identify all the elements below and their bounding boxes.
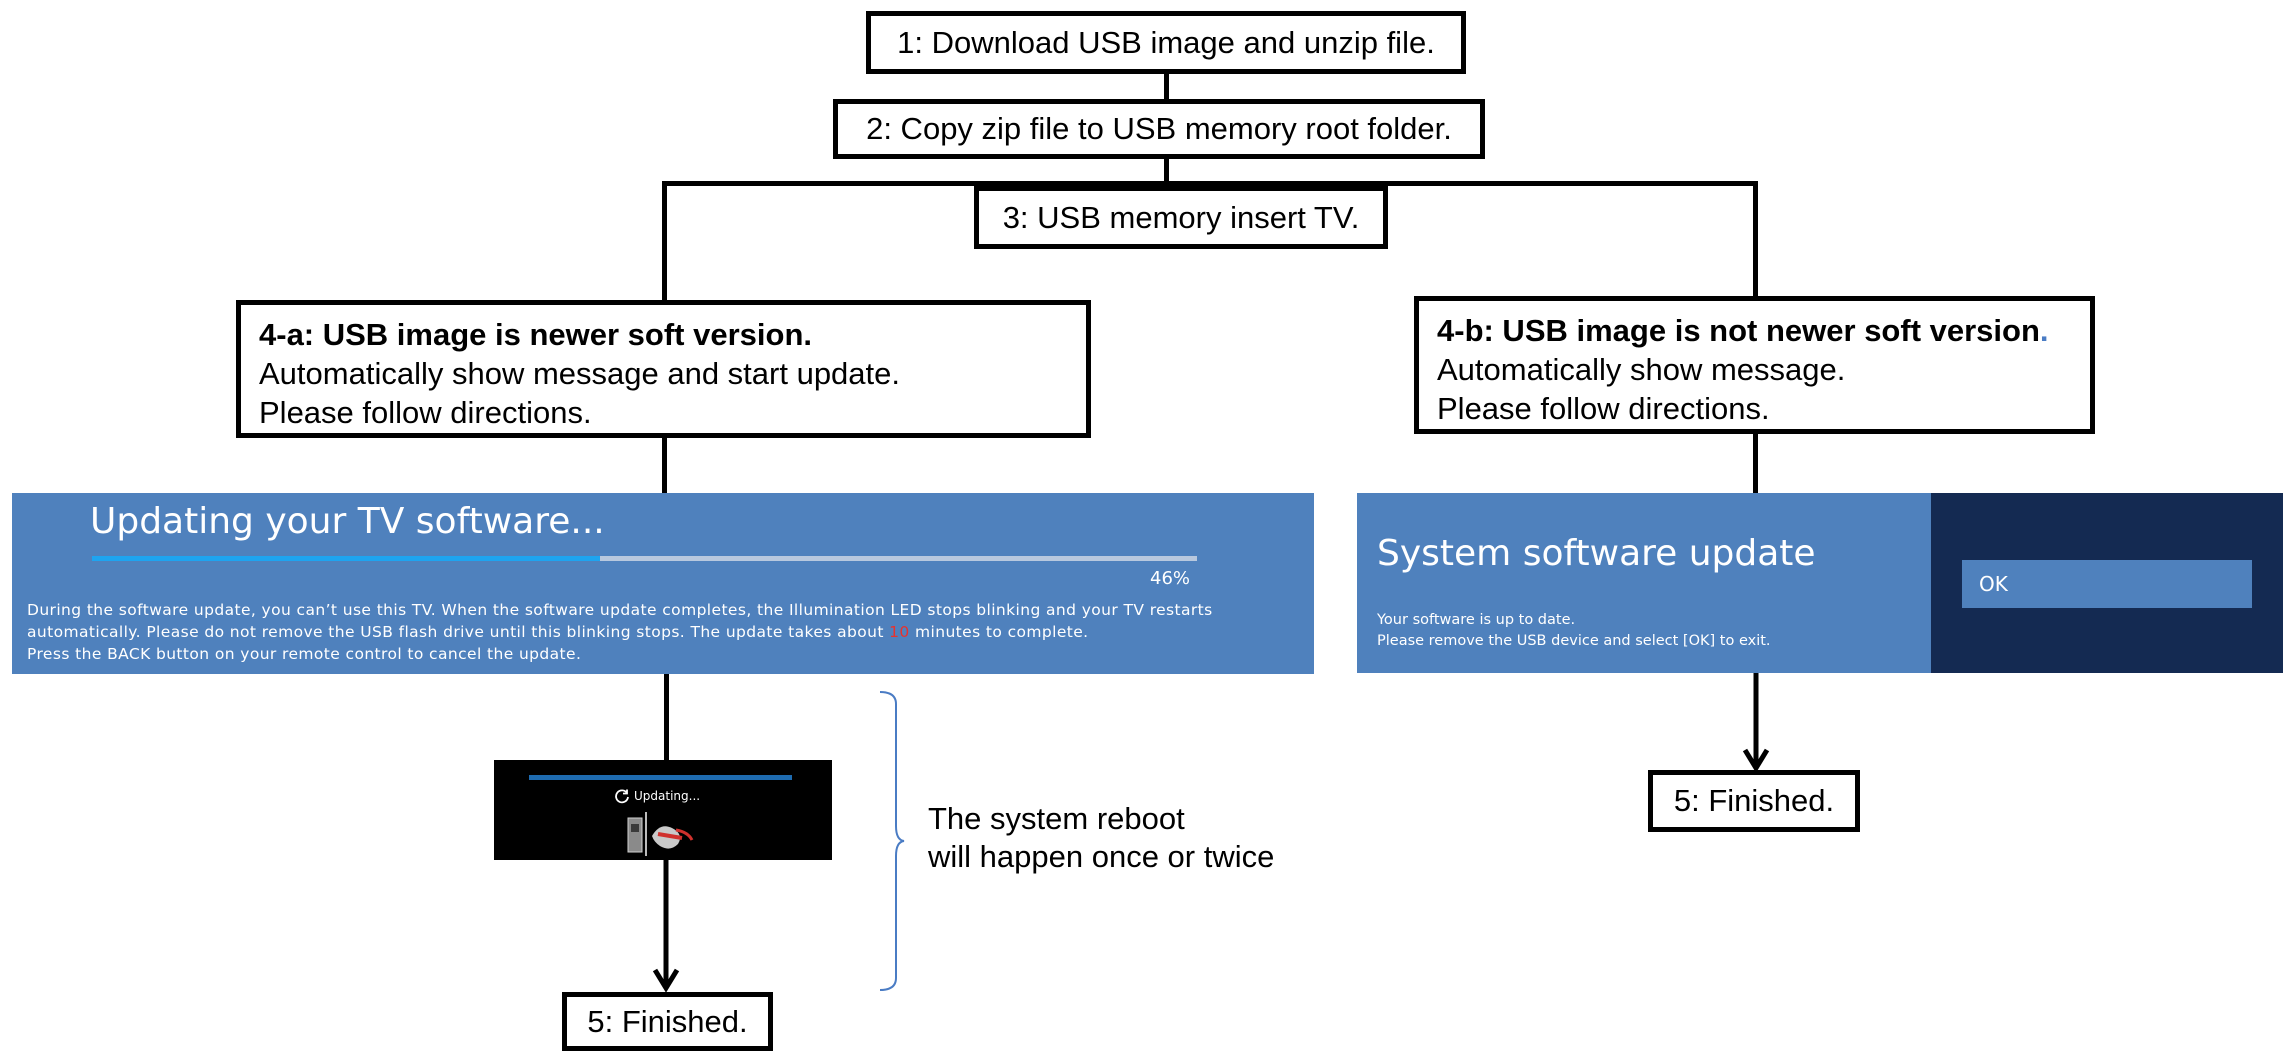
system-update-title: System software update <box>1377 533 1816 574</box>
connector-branch-horizontal <box>662 181 1758 186</box>
update-desc-line-1: During the software update, you can’t us… <box>27 601 1213 619</box>
update-desc-line-2-pre: automatically. Please do not remove the … <box>27 623 890 641</box>
reboot-progress-bar <box>529 775 792 780</box>
step-4b-line-1: Automatically show message. <box>1437 352 1846 387</box>
usb-plug-icon <box>627 812 694 856</box>
ok-button[interactable]: OK <box>1962 560 2252 608</box>
connector-branch-left-down <box>662 181 667 300</box>
reboot-note-line-1: The system reboot <box>928 801 1185 836</box>
step-4a-line-2: Please follow directions. <box>259 395 592 430</box>
step-1-box: 1: Download USB image and unzip file. <box>866 11 1466 74</box>
connector-2-3 <box>1164 159 1169 181</box>
update-progress-fill <box>92 556 601 561</box>
update-screen: Updating your TV software... 46% During … <box>12 493 1314 674</box>
reboot-screen: Updating... <box>494 760 832 860</box>
step-4b-heading-text: 4-b: USB image is not newer soft version <box>1437 313 2040 348</box>
system-update-msg-line-1: Your software is up to date. <box>1377 612 1576 628</box>
update-description: During the software update, you can’t us… <box>27 599 1302 665</box>
connector-4a-screen <box>662 438 667 493</box>
reboot-note: The system reboot will happen once or tw… <box>928 800 1274 876</box>
reboot-note-line-2: will happen once or twice <box>928 839 1275 874</box>
connector-4b-screen <box>1753 434 1758 493</box>
arrow-system-update-to-finished <box>1742 672 1770 772</box>
connector-screen-reboot <box>664 674 669 760</box>
connector-1-2 <box>1164 74 1169 99</box>
step-1-label: 1: Download USB image and unzip file. <box>897 24 1435 60</box>
connector-branch-right-down <box>1753 181 1758 296</box>
reboot-status: Updating... <box>614 788 700 804</box>
step-5a-label: 5: Finished. <box>587 1003 748 1039</box>
reboot-status-label: Updating... <box>634 789 701 803</box>
step-2-box: 2: Copy zip file to USB memory root fold… <box>833 99 1485 159</box>
update-desc-line-3: Press the BACK button on your remote con… <box>27 645 582 663</box>
reboot-bracket <box>879 691 905 991</box>
step-4a-line-1: Automatically show message and start upd… <box>259 356 901 391</box>
update-desc-line-2-post: minutes to complete. <box>909 623 1089 641</box>
step-3-label: 3: USB memory insert TV. <box>1002 199 1360 235</box>
step-4b-heading: 4-b: USB image is not newer soft version… <box>1437 311 2090 350</box>
step-4a-box: 4-a: USB image is newer soft version. Au… <box>236 300 1091 438</box>
step-4b-heading-dot: . <box>2039 313 2049 348</box>
step-3-box: 3: USB memory insert TV. <box>974 186 1388 249</box>
step-4a-heading: 4-a: USB image is newer soft version. <box>259 317 813 352</box>
system-update-msg-line-2: Please remove the USB device and select … <box>1377 633 1771 649</box>
step-5b-label: 5: Finished. <box>1673 783 1835 818</box>
update-progress-percent: 46% <box>1150 568 1191 589</box>
update-progress-track <box>92 556 1197 561</box>
refresh-icon <box>615 789 629 804</box>
system-update-message: Your software is up to date. Please remo… <box>1377 610 1771 652</box>
step-5a-box: 5: Finished. <box>562 992 773 1051</box>
update-minutes: 10 <box>889 623 910 641</box>
step-4b-line-2: Please follow directions. <box>1437 391 1770 426</box>
update-screen-title: Updating your TV software... <box>90 501 605 542</box>
system-update-screen: System software update Your software is … <box>1357 493 1933 673</box>
system-update-side-panel: OK <box>1931 493 2283 673</box>
step-5b-box: 5: Finished. <box>1648 770 1860 832</box>
arrow-reboot-to-finished <box>652 858 680 993</box>
step-2-label: 2: Copy zip file to USB memory root fold… <box>866 111 1452 146</box>
step-4b-box: 4-b: USB image is not newer soft version… <box>1414 296 2095 434</box>
